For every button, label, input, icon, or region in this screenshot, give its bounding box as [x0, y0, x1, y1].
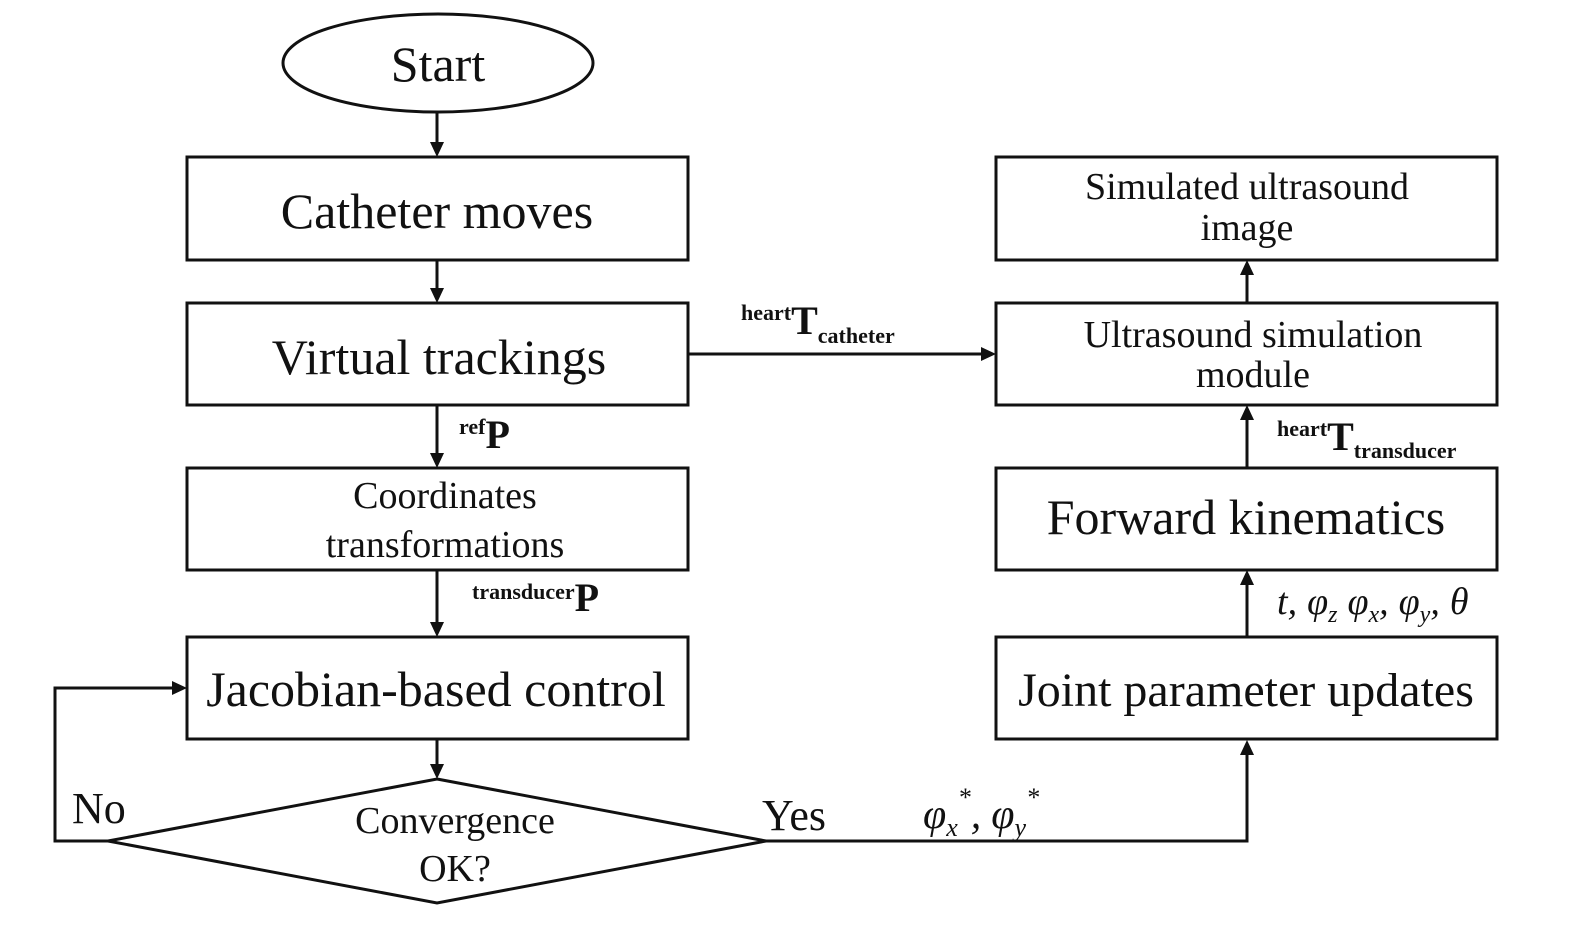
opt-phi-y-star: * — [1026, 783, 1039, 812]
transducer-p-symbol: P — [575, 575, 599, 620]
convergence-line1: Convergence — [355, 800, 555, 842]
edge-no-loop — [53, 686, 172, 843]
forward-kinematics-node: Forward kinematics — [994, 466, 1499, 572]
arrowhead-jacobian — [430, 622, 444, 637]
catheter-moves-node: Catheter moves — [185, 155, 690, 262]
ref-p-label: refP — [459, 412, 510, 457]
edge-yes — [766, 755, 1249, 843]
ref-p-symbol: P — [485, 412, 509, 457]
virtual-trackings-label: Virtual trackings — [272, 329, 606, 385]
us-simulation-line1: Ultrasound simulation — [1084, 314, 1423, 356]
param-phi-y: φ — [1399, 581, 1420, 623]
param-comma-1: , — [1288, 581, 1298, 623]
convergence-decision: Convergence OK? — [107, 777, 767, 905]
start-ellipse — [281, 12, 595, 114]
param-phi-x-sub: x — [1367, 602, 1379, 628]
heart-t-transducer-symbol: T — [1327, 414, 1354, 459]
heart-t-catheter-symbol: T — [791, 298, 818, 343]
simulated-image-box — [994, 155, 1499, 262]
arrowhead-convergence — [430, 764, 444, 779]
arrowhead-fk — [1240, 570, 1254, 585]
no-label: No — [72, 784, 126, 833]
us-simulation-line2: module — [1196, 354, 1310, 396]
heart-t-catheter-label: heartTcatheter — [741, 298, 895, 348]
simulated-image-node: Simulated ultrasound image — [994, 155, 1499, 262]
simulated-image-line1: Simulated ultrasound — [1085, 166, 1409, 208]
transducer-p-label: transducerP — [472, 575, 599, 620]
param-phi-z: φ — [1307, 581, 1328, 623]
opt-phi-x-star: * — [958, 783, 971, 812]
param-phi-x: φ — [1347, 581, 1368, 623]
joint-updates-label: Joint parameter updates — [1018, 664, 1474, 717]
arrowhead-ussim-bottom — [1240, 405, 1254, 420]
us-simulation-box — [994, 301, 1499, 407]
param-phi-z-sub: z — [1327, 602, 1338, 628]
virtual-trackings-node: Virtual trackings — [185, 301, 690, 407]
param-t: t — [1277, 581, 1289, 623]
param-phi-y-sub: y — [1418, 602, 1431, 628]
heart-t-transducer-superscript: heart — [1277, 416, 1328, 441]
jacobian-control-label: Jacobian-based control — [206, 661, 666, 717]
coordinates-line1: Coordinates — [353, 475, 537, 517]
catheter-moves-label: Catheter moves — [281, 183, 593, 239]
arrowhead-image — [1240, 260, 1254, 275]
transducer-p-superscript: transducer — [472, 579, 575, 604]
arrowhead-no-loop — [172, 681, 187, 695]
convergence-line2: OK? — [419, 848, 491, 890]
arrowhead-tracking — [430, 288, 444, 303]
coordinates-transformations-node: Coordinates transformations — [185, 466, 690, 572]
connectors — [53, 112, 1254, 843]
yes-label: Yes — [762, 791, 826, 840]
start-label: Start — [391, 36, 486, 92]
heart-t-catheter-subscript: catheter — [818, 323, 895, 348]
param-comma-2: , — [1379, 581, 1389, 623]
opt-phi-y-sub: y — [1012, 813, 1027, 842]
us-simulation-node: Ultrasound simulation module — [994, 301, 1499, 407]
start-node: Start — [281, 12, 595, 114]
forward-kinematics-box — [994, 466, 1499, 572]
simulated-image-line2: image — [1201, 207, 1294, 249]
param-comma-3: , — [1430, 581, 1440, 623]
heart-t-transducer-subscript: transducer — [1354, 438, 1457, 463]
coordinates-transformations-box — [185, 466, 690, 572]
heart-t-transducer-label: heartTtransducer — [1277, 414, 1457, 463]
jacobian-control-box — [185, 635, 690, 741]
jacobian-control-node: Jacobian-based control — [185, 635, 690, 741]
virtual-trackings-box — [185, 301, 690, 407]
joint-updates-box — [994, 635, 1499, 741]
ref-p-superscript: ref — [459, 414, 486, 439]
heart-t-catheter-superscript: heart — [741, 300, 792, 325]
opt-phi-x-sub: x — [945, 813, 958, 842]
coordinates-line2: transformations — [326, 524, 565, 566]
forward-kinematics-label: Forward kinematics — [1047, 489, 1446, 545]
opt-phi-y: φ — [991, 792, 1014, 838]
arrowhead-joint — [1240, 740, 1254, 755]
param-theta: θ — [1450, 581, 1469, 623]
joint-updates-node: Joint parameter updates — [994, 635, 1499, 741]
arrowhead-coord — [430, 453, 444, 468]
opt-phi-x: φ — [923, 792, 946, 838]
arrowhead-catheter — [430, 142, 444, 157]
optimal-phis-label: φx*,φy* — [923, 783, 1039, 842]
arrowhead-ussim-left — [981, 347, 996, 361]
catheter-moves-box — [185, 155, 690, 262]
opt-comma: , — [971, 792, 982, 838]
convergence-diamond — [107, 777, 767, 905]
